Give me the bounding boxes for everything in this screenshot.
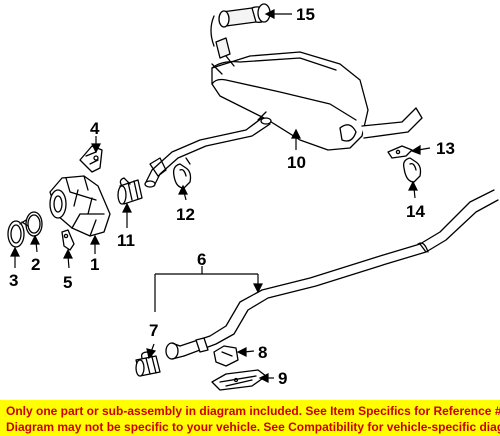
disclaimer-line-2: Diagram may not be specific to your vehi… — [6, 420, 500, 434]
callout-11: 11 — [117, 231, 135, 250]
arrow-8 — [236, 347, 247, 357]
callout-10: 10 — [287, 153, 306, 172]
callout-8: 8 — [258, 343, 267, 362]
heat-shield-9 — [211, 369, 267, 391]
rubber-hanger-14 — [402, 157, 422, 183]
tail-pipe-tips — [210, 3, 271, 59]
callout-5: 5 — [63, 273, 72, 292]
callout-4: 4 — [90, 119, 100, 138]
arrow-5 — [63, 248, 73, 259]
hanger-bracket-13 — [387, 145, 413, 159]
pipe-clamp-11 — [117, 177, 143, 205]
callout-1: 1 — [90, 255, 99, 274]
arrow-2 — [30, 234, 40, 245]
heat-shield-bracket — [79, 145, 103, 173]
callout-13: 13 — [436, 139, 455, 158]
callout-15: 15 — [296, 5, 315, 24]
arrow-13 — [410, 144, 421, 155]
disclaimer-banner: Only one part or sub-assembly in diagram… — [0, 400, 500, 436]
callout-3: 3 — [9, 271, 18, 290]
arrow-14 — [408, 180, 418, 191]
arrow-4 — [91, 143, 101, 154]
rear-muffler — [211, 51, 423, 151]
callout-7: 7 — [149, 321, 158, 340]
arrow-12 — [178, 184, 188, 195]
rubber-hanger-12 — [172, 157, 192, 189]
disclaimer-line-1: Only one part or sub-assembly in diagram… — [6, 404, 500, 418]
callout-6: 6 — [197, 250, 206, 269]
callout-2: 2 — [31, 255, 40, 274]
arrow-3 — [10, 246, 20, 257]
v-band-clamp — [7, 219, 29, 248]
callout-labels: 15 10 13 14 12 11 4 1 2 3 5 6 7 8 9 — [9, 5, 455, 388]
arrow-15 — [264, 9, 275, 19]
arrow-1 — [90, 234, 100, 245]
catalytic-converter — [49, 175, 111, 237]
support-bracket — [61, 229, 75, 251]
leader-lines — [10, 9, 431, 383]
gasket — [25, 211, 43, 237]
arrow-10 — [291, 128, 301, 139]
exhaust-system-diagram: 15 10 13 14 12 11 4 1 2 3 5 6 7 8 9 — [7, 3, 499, 391]
rubber-hanger-8 — [213, 345, 239, 367]
arrow-11 — [122, 202, 132, 213]
intermediate-pipe — [144, 117, 272, 188]
callout-9: 9 — [278, 369, 287, 388]
front-pipe — [165, 189, 499, 360]
arrow-7 — [146, 348, 157, 360]
callout-12: 12 — [176, 205, 195, 224]
arrow-9 — [258, 373, 269, 383]
arrow-6 — [253, 283, 263, 294]
callout-14: 14 — [406, 202, 425, 221]
